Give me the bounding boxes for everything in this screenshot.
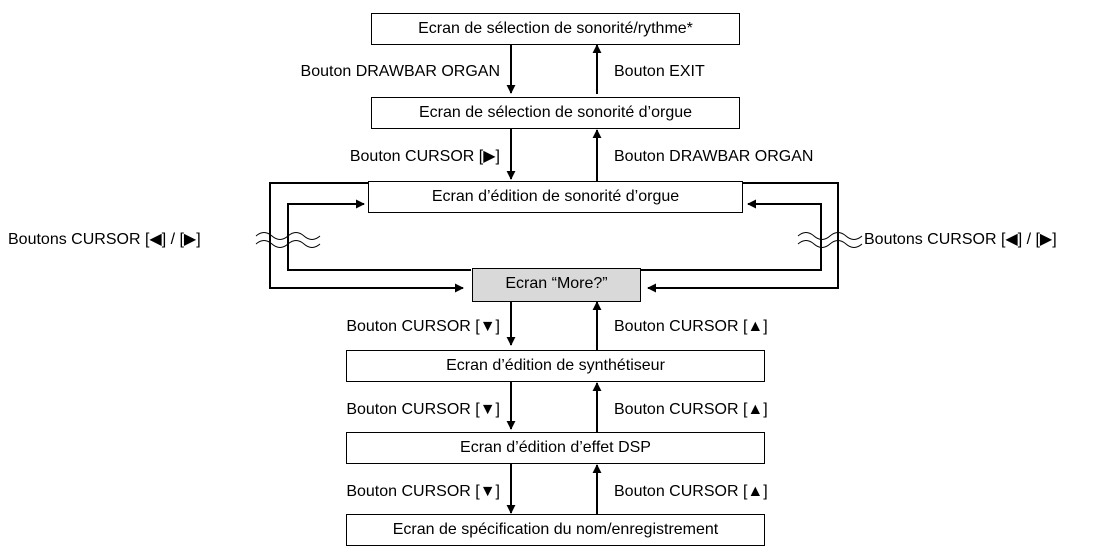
label-cursor-left-right-right: Boutons CURSOR [◀] / [▶] bbox=[864, 231, 1057, 248]
screen-select-tone-rhythm: Ecran de sélection de sonorité/rythme* bbox=[371, 13, 740, 45]
label-cursor-up-1: Bouton CURSOR [▲] bbox=[614, 318, 768, 335]
label-drawbar-organ-down: Bouton DRAWBAR ORGAN bbox=[300, 63, 500, 80]
break-mark-right bbox=[797, 232, 863, 248]
screen-edit-organ-tone: Ecran d’édition de sonorité d’orgue bbox=[368, 181, 743, 213]
loop-right-outer bbox=[647, 182, 839, 293]
screen-edit-dsp: Ecran d’édition d’effet DSP bbox=[346, 432, 765, 464]
loop-left-inner bbox=[287, 199, 471, 271]
label-cursor-left-right-left: Boutons CURSOR [◀] / [▶] bbox=[8, 231, 201, 248]
label-cursor-up-3: Bouton CURSOR [▲] bbox=[614, 483, 768, 500]
loop-right-inner bbox=[641, 199, 822, 271]
label-cursor-down-1: Bouton CURSOR [▼] bbox=[346, 318, 500, 335]
screen-edit-synth: Ecran d’édition de synthétiseur bbox=[346, 350, 765, 382]
label-cursor-right-down: Bouton CURSOR [▶] bbox=[349, 148, 500, 165]
label-drawbar-organ-up: Bouton DRAWBAR ORGAN bbox=[614, 148, 814, 165]
screen-select-organ-tone: Ecran de sélection de sonorité d’orgue bbox=[371, 97, 740, 129]
label-cursor-up-2: Bouton CURSOR [▲] bbox=[614, 401, 768, 418]
loop-left-outer bbox=[269, 182, 464, 293]
label-cursor-down-2: Bouton CURSOR [▼] bbox=[346, 401, 500, 418]
label-exit-up: Bouton EXIT bbox=[614, 63, 705, 80]
break-mark-left bbox=[255, 232, 321, 248]
label-cursor-down-3: Bouton CURSOR [▼] bbox=[346, 483, 500, 500]
screen-name-save: Ecran de spécification du nom/enregistre… bbox=[346, 514, 765, 546]
screen-more: Ecran “More?” bbox=[472, 268, 641, 302]
